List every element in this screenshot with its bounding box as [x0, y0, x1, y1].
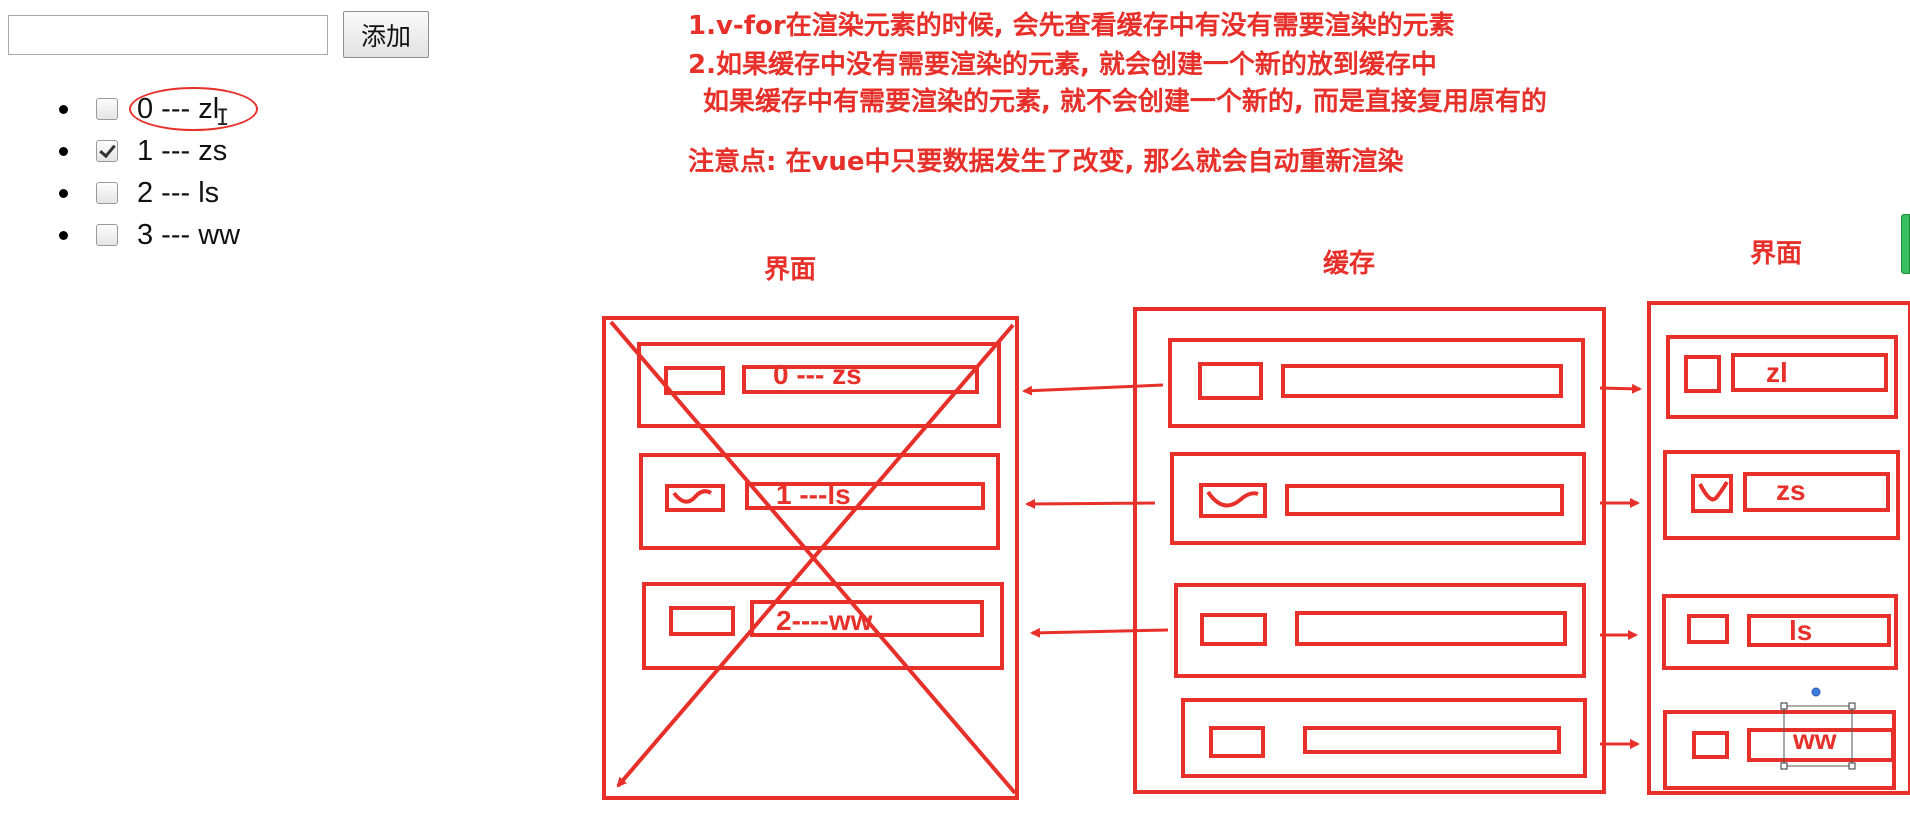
item-label: 2 --- ls: [137, 177, 220, 209]
note-line-2: 2.如果缓存中没有需要渲染的元素, 就会创建一个新的放到缓存中: [688, 50, 1437, 80]
new-view-label-box: [1743, 472, 1890, 512]
arrow-to-new-view: [1599, 383, 1642, 394]
cache-checkbox: [1200, 613, 1267, 646]
new-view-checkbox: [1687, 614, 1729, 644]
text-cursor-icon: I: [216, 106, 230, 131]
name-input[interactable]: [8, 15, 328, 55]
old-view-frame: [602, 316, 1019, 800]
new-view-checkbox: [1684, 355, 1721, 393]
new-view-checkbox: [1691, 474, 1733, 513]
cache-checkbox: [1198, 362, 1263, 400]
old-view-label-box: [745, 482, 985, 510]
item-checkbox[interactable]: [96, 98, 118, 120]
new-view-label: ls: [1789, 615, 1812, 646]
old-view-label: 2----ww: [776, 605, 873, 636]
new-view-row: [1663, 710, 1896, 790]
cache-row: [1170, 452, 1586, 545]
hand-drawn-circle-annotation: [129, 87, 258, 131]
cache-label-box: [1281, 364, 1563, 398]
add-button[interactable]: 添加: [343, 11, 429, 58]
item-checkbox[interactable]: [96, 224, 118, 246]
new-view-row: [1666, 335, 1898, 419]
cache-row: [1181, 698, 1587, 778]
list-item: 3 --- ww: [0, 214, 420, 256]
cache-title: 缓存: [1323, 248, 1375, 279]
old-view-label-box: [750, 600, 984, 637]
arrow-to-old-view: [1025, 498, 1156, 509]
new-view-label-box: [1731, 353, 1888, 392]
item-label: 1 --- zs: [137, 135, 228, 167]
checkmark-icon: [672, 489, 713, 504]
new-view-frame: [1647, 301, 1910, 795]
vue-demo-app: 添加 0 --- zl 1 --- zs 2 --- ls 3 --- ww I: [0, 0, 560, 300]
old-view-row: [637, 342, 1001, 428]
cross-out-line: [616, 323, 1015, 788]
selection-handles[interactable]: [1780, 687, 1856, 770]
cache-label-box: [1285, 484, 1564, 516]
old-view-row: [642, 582, 1004, 670]
note-line-1: 1.v-for在渲染元素的时候, 会先查看缓存中有没有需要渲染的元素: [688, 11, 1455, 41]
resize-handle[interactable]: [1780, 762, 1788, 770]
new-view-label: zs: [1776, 475, 1806, 506]
new-view-checkbox: [1692, 731, 1729, 759]
checkmark-icon: [1698, 480, 1729, 502]
bullet-icon: [59, 147, 68, 156]
new-view-label: ww: [1792, 724, 1837, 755]
cache-checkbox: [1199, 483, 1267, 518]
new-view-row: [1662, 594, 1898, 670]
arrow-to-old-view: [1022, 383, 1164, 396]
bullet-icon: [59, 231, 68, 240]
old-view-label: 1 ---ls: [776, 479, 851, 510]
cache-checkbox: [1209, 726, 1265, 758]
resize-handle[interactable]: [1780, 702, 1788, 710]
item-checkbox[interactable]: [96, 182, 118, 204]
new-view-label-box: [1747, 728, 1895, 762]
list-item: 1 --- zs: [0, 130, 420, 172]
list-item: 2 --- ls: [0, 172, 420, 214]
resize-handle[interactable]: [1848, 762, 1856, 770]
selection-box[interactable]: [1783, 705, 1853, 767]
cache-frame: [1133, 307, 1606, 794]
note-line-3: 如果缓存中有需要渲染的元素, 就不会创建一个新的, 而是直接复用原有的: [703, 87, 1547, 117]
cache-label-box: [1303, 726, 1561, 754]
old-view-checkbox: [669, 606, 735, 636]
new-view-label-box: [1747, 614, 1891, 647]
bullet-icon: [59, 105, 68, 114]
old-view-label: 0 --- zs: [773, 359, 862, 390]
new-view-title: 界面: [1750, 239, 1802, 269]
old-view-checkbox: [665, 484, 725, 512]
new-view-row: [1663, 450, 1900, 540]
bullet-icon: [59, 189, 68, 198]
item-checkbox[interactable]: [96, 140, 118, 162]
old-view-label-box: [742, 365, 979, 394]
resize-handle[interactable]: [1848, 702, 1856, 710]
cache-row: [1174, 583, 1586, 678]
rotate-handle[interactable]: [1811, 687, 1821, 697]
old-view-checkbox: [664, 366, 725, 395]
scrollbar-thumb[interactable]: [1901, 214, 1910, 274]
checkmark-icon: [1206, 490, 1259, 508]
cache-row: [1168, 338, 1585, 428]
old-view-title: 界面: [764, 255, 816, 285]
note-line-4: 注意点: 在vue中只要数据发生了改变, 那么就会自动重新渲染: [688, 147, 1404, 177]
cache-label-box: [1295, 611, 1567, 646]
arrow-to-old-view: [1030, 627, 1169, 638]
new-view-label: zl: [1766, 357, 1788, 388]
item-label: 3 --- ww: [137, 219, 241, 251]
